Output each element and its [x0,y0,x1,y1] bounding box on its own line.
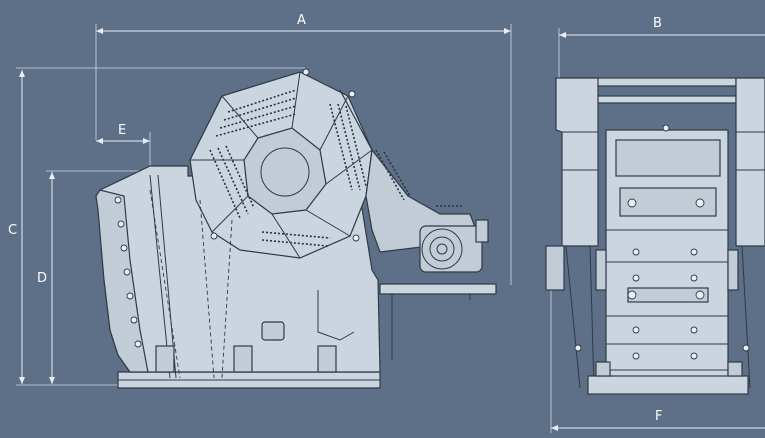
dimension-c: C [8,67,305,386]
label-c: C [8,223,17,238]
front-view-bolts [627,124,705,360]
front-bolts [114,196,142,348]
dimension-a: A [95,13,512,285]
label-e: E [118,123,126,138]
vent-louvres [209,89,462,247]
side-view [95,68,497,389]
label-b: B [653,16,662,31]
front-view [545,77,765,395]
label-d: D [37,271,47,286]
dimension-d: D [37,170,150,384]
motor [419,219,489,273]
label-f: F [655,409,662,424]
label-a: A [297,13,306,28]
dimension-e: E [96,123,151,172]
